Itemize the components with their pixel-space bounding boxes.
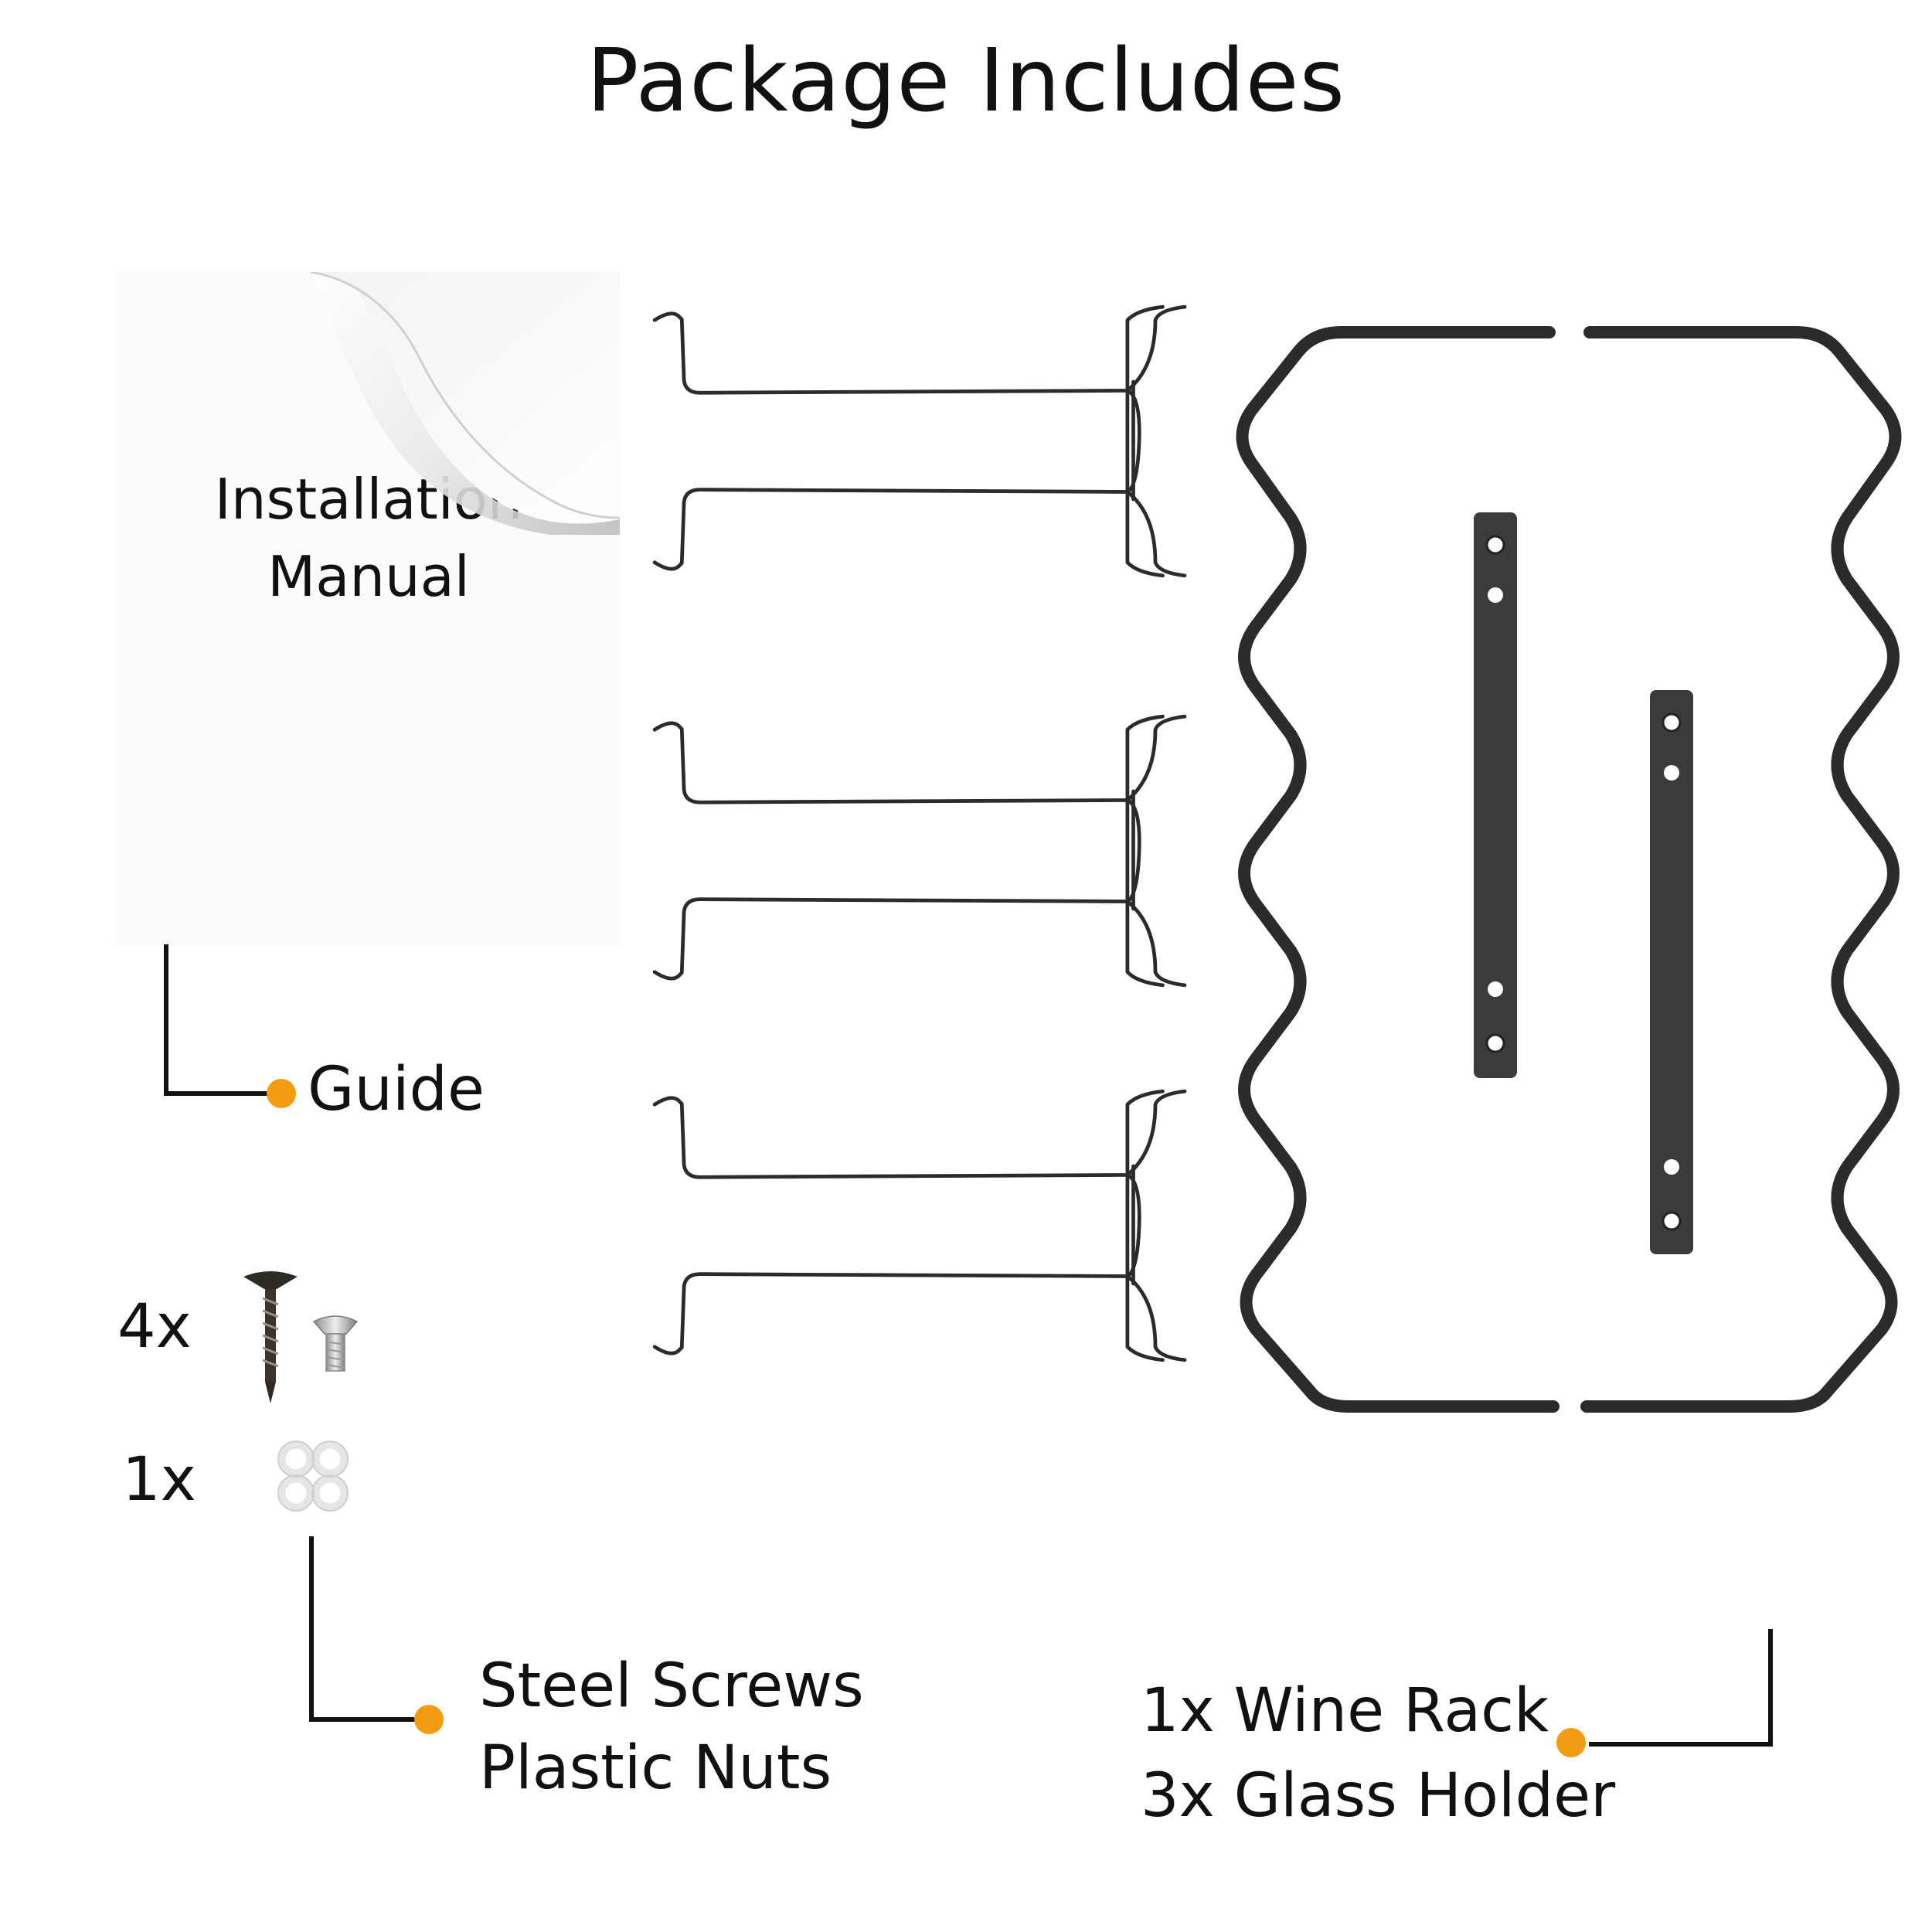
glass-holder-icon bbox=[655, 716, 1185, 985]
page-title: Package Includes bbox=[587, 31, 1345, 131]
rack-label-line1: 1x Wine Rack bbox=[1141, 1676, 1549, 1746]
rack-bullet bbox=[1556, 1728, 1586, 1757]
wine-rack-icon bbox=[1236, 326, 1902, 1413]
mounting-bar-icon bbox=[1650, 690, 1693, 1254]
guide-leader-horizontal bbox=[164, 1091, 280, 1096]
mounting-bar-icon bbox=[1474, 512, 1517, 1078]
guide-label: Guide bbox=[308, 1055, 485, 1124]
machine-screw-icon bbox=[312, 1315, 359, 1372]
guide-leader-vertical bbox=[164, 944, 168, 1096]
rack-leader-horizontal bbox=[1589, 1742, 1773, 1747]
screws-label-line1: Steel Screws bbox=[479, 1651, 864, 1721]
manual-title-line2: Manual bbox=[267, 544, 470, 609]
screws-bullet bbox=[414, 1705, 444, 1734]
installation-manual: Installation Manual bbox=[117, 272, 620, 944]
plastic-nut-icon bbox=[277, 1440, 349, 1512]
wood-screw-icon bbox=[243, 1271, 298, 1403]
glass-holder-icon bbox=[655, 1091, 1185, 1360]
rack-label-line2: 3x Glass Holder bbox=[1141, 1761, 1616, 1831]
rack-leader-vertical bbox=[1768, 1629, 1773, 1747]
screws-label-line2: Plastic Nuts bbox=[479, 1733, 832, 1803]
glass-holder-icon bbox=[655, 307, 1185, 576]
glass-holder-group bbox=[641, 294, 1213, 1376]
guide-bullet bbox=[267, 1079, 296, 1108]
nuts-quantity: 1x bbox=[122, 1445, 196, 1515]
screws-quantity: 4x bbox=[117, 1292, 192, 1362]
screws-leader-horizontal bbox=[309, 1717, 425, 1722]
page-curl-icon bbox=[311, 272, 620, 535]
screws-leader-vertical bbox=[309, 1536, 314, 1722]
